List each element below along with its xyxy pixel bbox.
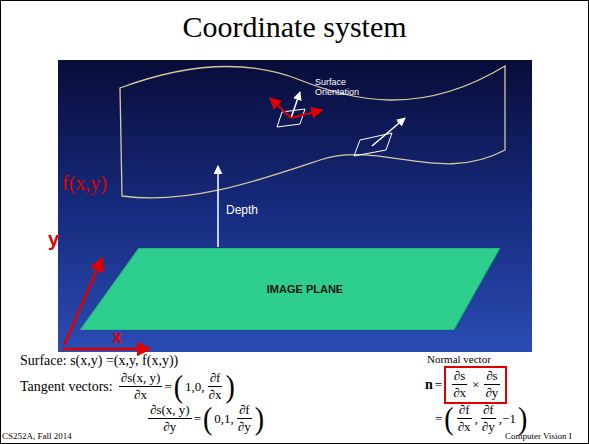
formula-text: ,−1 [499, 412, 516, 426]
denominator: ∂y [161, 419, 178, 434]
plane-label: IMAGE PLANE [237, 283, 343, 295]
denominator: ∂x [132, 387, 149, 402]
numerator: ∂f [481, 403, 496, 419]
formula-text: 1,0, [185, 380, 205, 394]
axis-label: y [48, 228, 59, 250]
image-plane: IMAGE PLANE [80, 248, 500, 330]
formula-text: Tangent vectors: [20, 379, 113, 394]
x-axis-arrow [62, 348, 150, 351]
denominator: ∂y [480, 419, 497, 434]
formula-text: = [435, 412, 442, 426]
fraction: ∂s∂y [483, 369, 500, 401]
numerator: ∂f [208, 371, 223, 387]
plane-fill [80, 248, 500, 330]
numerator: ∂s(x, y) [119, 371, 163, 387]
surface-outline [120, 66, 505, 198]
parenthesis: ) [518, 403, 527, 435]
denominator: ∂y [236, 419, 253, 434]
formula-row: ∂s(x, y)∂y=(0,1,∂f∂y) [148, 403, 266, 435]
axis-label: x [112, 328, 122, 348]
footer-text: CS252A, Fall 2014 [2, 432, 72, 442]
depth-arrow [217, 166, 219, 247]
normal-arrow [291, 92, 300, 118]
denominator: ∂x [451, 385, 468, 400]
parenthesis: ) [255, 403, 264, 435]
numerator: ∂f [237, 403, 252, 419]
parenthesis: ( [444, 403, 453, 435]
denominator: ∂x [207, 387, 224, 402]
footer-text: Computer Vision I [505, 432, 572, 442]
formula-row: =(∂f∂x,∂f∂y,−1) [435, 403, 529, 435]
denominator: ∂x [456, 419, 473, 434]
surface-equation: Surface: s(x,y) =(x,y, f(x,y)) [20, 353, 178, 368]
formula-row: Tangent vectors:∂s(x, y)∂x=(1,0,∂f∂x) [20, 371, 237, 403]
formula-text: = [194, 412, 201, 426]
tangent-arrow [270, 98, 291, 118]
numerator: ∂s(x, y) [148, 403, 192, 419]
depth-label: Depth [226, 204, 258, 217]
normal-arrow [372, 118, 405, 146]
photo-background [58, 60, 532, 352]
parenthesis: ) [225, 371, 234, 403]
formula-text: , [475, 412, 478, 426]
fraction: ∂f∂x [207, 371, 224, 403]
fraction: ∂f∂y [480, 403, 497, 435]
slide-title: Coordinate system [0, 10, 589, 43]
section-label: Normal vector [427, 353, 491, 365]
numerator: ∂s [452, 369, 467, 385]
formula-text: 0,1, [214, 412, 234, 426]
fraction: ∂s∂x [451, 369, 468, 401]
fraction: ∂f∂x [456, 403, 473, 435]
formula-text: = [435, 378, 442, 392]
orientation-label: Surface Orientation [315, 78, 373, 98]
highlight-box: ∂s∂x×∂s∂y [444, 366, 507, 404]
formula-row: n=∂s∂x×∂s∂y [425, 366, 509, 404]
denominator: ∂y [483, 385, 500, 400]
function-label: f(x,y) [62, 172, 107, 194]
operator: × [472, 378, 479, 392]
formula-text: = [164, 380, 171, 394]
parenthesis: ( [174, 371, 183, 403]
y-axis-arrow [64, 258, 102, 345]
parenthesis: ( [203, 403, 212, 435]
fraction: ∂s(x, y)∂x [119, 371, 163, 403]
fraction: ∂f∂y [236, 403, 253, 435]
numerator: ∂f [457, 403, 472, 419]
fraction: ∂s(x, y)∂y [148, 403, 192, 435]
numerator: ∂s [484, 369, 499, 385]
formula-text: n [425, 377, 433, 392]
tangent-arrow [291, 110, 322, 118]
